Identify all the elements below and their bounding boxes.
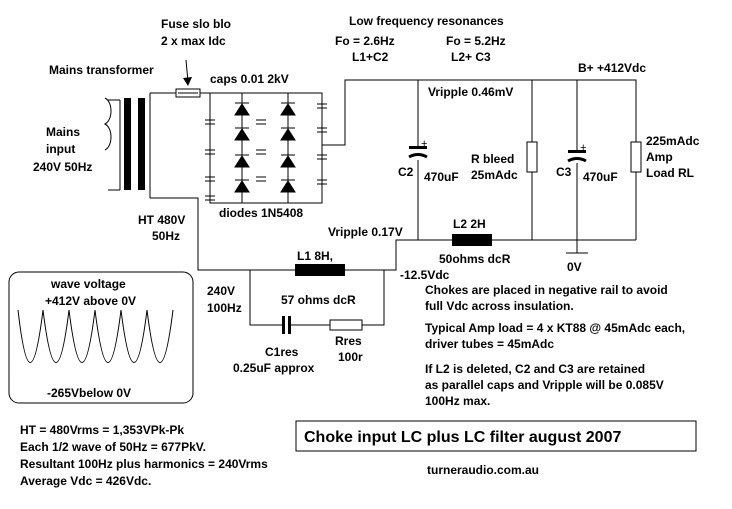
c2-value: 470uF — [424, 170, 459, 184]
diagram-title: Choke input LC plus LC filter august 200… — [304, 429, 621, 446]
rbleed-current: 25mAdc — [471, 168, 518, 182]
website-label: turneraudio.com.au — [427, 463, 539, 477]
c1res-value: 0.25uF approx — [233, 361, 315, 375]
mains-transformer-label: Mains transformer — [49, 63, 154, 77]
rres-value: 100r — [338, 350, 363, 364]
mains-voltage-label: 240V 50Hz — [33, 160, 92, 174]
note-line: full Vdc across insulation. — [425, 299, 574, 313]
c3-value: 470uF — [583, 170, 618, 184]
note-line: Typical Amp load = 4 x KT88 @ 45mAdc eac… — [425, 321, 685, 335]
l1-dcr-label: 57 ohms dcR — [281, 293, 356, 307]
calc-line: Each 1/2 wave of 50Hz = 677PkV. — [20, 440, 206, 454]
mains-transformer — [103, 92, 160, 199]
c2-label: C2 — [398, 165, 414, 179]
c3-label: C3 — [556, 165, 572, 179]
mains-input-label: input — [46, 142, 75, 156]
capacitor-c1res — [282, 316, 291, 334]
zero-volt-label: 0V — [567, 260, 582, 274]
vripple-bottom-label: Vripple 0.17V — [328, 225, 403, 239]
vripple-top-label: Vripple 0.46mV — [428, 85, 513, 99]
choke-l2 — [452, 234, 492, 246]
note-line: If L2 is deleted, C2 and C3 are retained — [425, 362, 645, 376]
rres-label: Rres — [335, 334, 362, 348]
capacitor-c2 — [408, 146, 428, 159]
lf-resonances-label: Low frequency resonances — [349, 14, 504, 28]
wave-bottom-label: -265Vbelow 0V — [47, 386, 131, 400]
v240-label: 240V — [207, 284, 235, 298]
note-line: driver tubes = 45mAdc — [425, 337, 554, 351]
caps-label: caps 0.01 2kV — [210, 72, 289, 86]
labels: Fuse slo blo 2 x max Idc Mains transform… — [20, 14, 700, 488]
fuse-label: Fuse slo blo — [161, 17, 231, 31]
note-line: Chokes are placed in negative rail to av… — [425, 283, 668, 297]
calc-line: Average Vdc = 426Vdc. — [20, 474, 151, 488]
l1-label: L1 8H, — [297, 249, 333, 263]
c2-plus-sign: + — [421, 138, 427, 150]
wave-top-label: +412V above 0V — [45, 294, 136, 308]
title-box — [295, 420, 697, 452]
load-current: 225mAdc — [646, 134, 700, 148]
choke-l1 — [295, 264, 345, 276]
load-rl: Load RL — [646, 166, 694, 180]
resistor-r-bleed — [526, 141, 538, 173]
rbleed-label: R bleed — [471, 152, 514, 166]
fo2-sub-label: L2+ C3 — [451, 50, 491, 64]
l2-label: L2 2H — [453, 217, 486, 231]
wave-title: wave voltage — [50, 277, 126, 291]
resistor-load-rl — [630, 141, 642, 173]
calc-line: Resultant 100Hz plus harmonics = 240Vrms — [20, 457, 268, 471]
mains-label: Mains — [46, 125, 80, 139]
rectifier-diodes — [234, 102, 296, 193]
capacitor-c3 — [567, 150, 587, 163]
neg-volt-label: -12.5Vdc — [400, 268, 450, 282]
ht-freq-label: 50Hz — [152, 229, 180, 243]
resistor-rres — [329, 319, 363, 331]
fo1-sub-label: L1+C2 — [352, 50, 389, 64]
fo2-label: Fo = 5.2Hz — [446, 34, 506, 48]
load-amp: Amp — [646, 150, 673, 164]
c1res-label: C1res — [265, 345, 299, 359]
diodes-label: diodes 1N5408 — [219, 206, 303, 220]
fuse — [175, 59, 201, 98]
l2-dcr-label: 50ohms dcR — [439, 252, 511, 266]
fo1-label: Fo = 2.6Hz — [335, 34, 395, 48]
bridge-capacitors — [205, 103, 327, 201]
calc-line: HT = 480Vrms = 1,353VPk-Pk — [20, 423, 184, 437]
note-line: 100Hz max. — [425, 394, 490, 408]
bplus-label: B+ +412Vdc — [578, 61, 646, 75]
note-line: as parallel caps and Vripple will be 0.0… — [425, 378, 664, 392]
c3-plus-sign: + — [580, 142, 586, 154]
v240-freq-label: 100Hz — [207, 301, 242, 315]
ht-label: HT 480V — [138, 213, 185, 227]
wave-box — [8, 271, 194, 404]
fuse-rating: 2 x max Idc — [161, 34, 226, 48]
